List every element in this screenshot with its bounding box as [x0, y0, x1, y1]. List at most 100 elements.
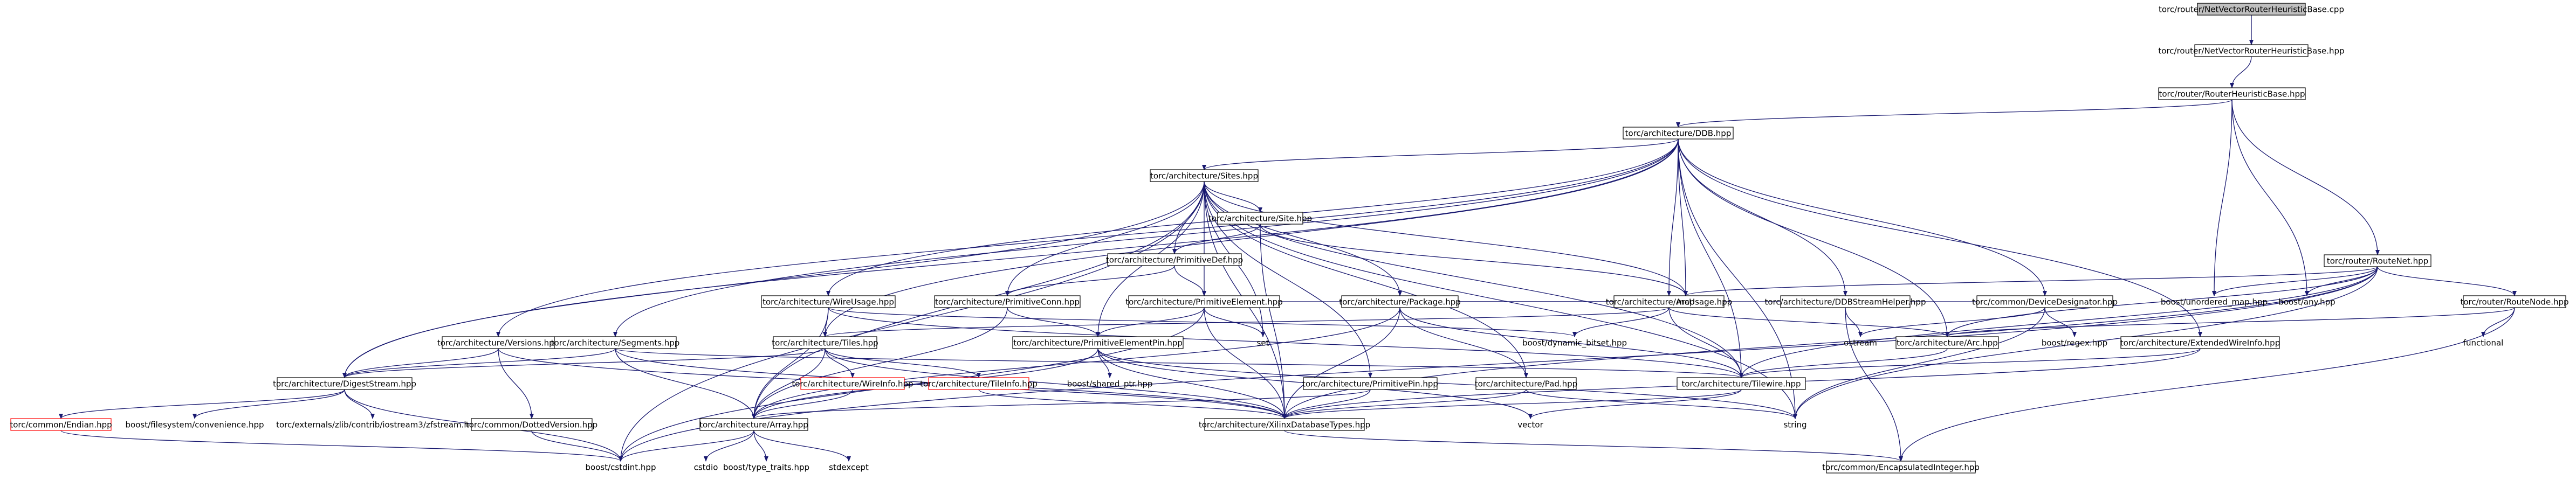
graph-node-fsconv: boost/filesystem/convenience.hpp [126, 420, 264, 430]
graph-node-arc[interactable]: torc/architecture/Arc.hpp [1895, 336, 1999, 349]
graph-node-box [1613, 295, 1725, 308]
graph-edge-tilewire-to-vector [1528, 389, 1742, 419]
graph-node-pad[interactable]: torc/architecture/Pad.hpp [1475, 377, 1577, 390]
graph-node-routenode[interactable]: torc/router/RouteNode.hpp [2460, 295, 2569, 308]
graph-edge-sites-to-pad [1204, 181, 1528, 378]
graph-node-label: torc/common/DottedVersion.hpp [466, 420, 597, 430]
graph-node-encint[interactable]: torc/common/EncapsulatedInteger.hpp [1822, 461, 1980, 474]
graph-node-box [1780, 295, 1911, 308]
graph-node-site[interactable]: torc/architecture/Site.hpp [1208, 212, 1312, 225]
graph-edge-wireusage-to-array [752, 307, 829, 419]
graph-node-typetraits: boost/type_traits.hpp [723, 463, 809, 473]
graph-edge-primpin-to-array [752, 389, 1371, 419]
graph-node-label: torc/architecture/WireUsage.hpp [763, 297, 894, 307]
graph-node-label: torc/architecture/Package.hpp [1339, 297, 1461, 307]
graph-edge-tiles-to-tileinfo [825, 348, 981, 378]
graph-node-label: boost/any.hpp [2278, 297, 2335, 307]
graph-edge-xilinxdb-to-encint [1284, 430, 1903, 462]
graph-node-label: torc/architecture/PrimitivePin.hpp [1302, 379, 1438, 389]
graph-edge-rhb-to-unordmap [2212, 99, 2232, 296]
graph-node-sites[interactable]: torc/architecture/Sites.hpp [1150, 169, 1259, 182]
graph-edge-endian-to-cstdint [60, 430, 623, 462]
graph-node-box [471, 418, 593, 431]
graph-edge-sites-to-site [1204, 181, 1262, 213]
graph-node-box [1150, 169, 1259, 182]
graph-edge-package-to-pad [1399, 307, 1528, 378]
graph-edge-routenet-to-tilewire [1739, 266, 2378, 378]
graph-node-vector: vector [1517, 420, 1543, 430]
graph-node-label: torc/architecture/PrimitiveConn.hpp [935, 297, 1080, 307]
graph-node-tiles[interactable]: torc/architecture/Tiles.hpp [772, 336, 878, 349]
graph-node-arcusage[interactable]: torc/architecture/ArcUsage.hpp [1606, 295, 1732, 308]
graph-node-primelem[interactable]: torc/architecture/PrimitiveElement.hpp [1125, 295, 1283, 308]
graph-node-ddbsh[interactable]: torc/architecture/DDBStreamHelper.hpp [1765, 295, 1926, 308]
graph-node-ddb[interactable]: torc/architecture/DDB.hpp [1623, 127, 1734, 140]
graph-edge-site-to-map [1260, 224, 1688, 296]
graph-node-endian[interactable]: torc/common/Endian.hpp [10, 418, 112, 431]
graph-node-label: torc/architecture/Pad.hpp [1475, 379, 1577, 389]
graph-node-nvrhb[interactable]: torc/router/NetVectorRouterHeuristicBase… [2158, 44, 2345, 57]
graph-node-wireinfo[interactable]: torc/architecture/WireInfo.hpp [792, 377, 913, 390]
graph-node-primpin[interactable]: torc/architecture/PrimitivePin.hpp [1302, 377, 1438, 390]
graph-node-label: torc/router/RouteNet.hpp [2327, 256, 2428, 266]
graph-node-box [934, 295, 1081, 308]
graph-node-xilinxdb[interactable]: torc/architecture/XilinxDatabaseTypes.hp… [1199, 418, 1370, 431]
graph-node-label: torc/architecture/Array.hpp [699, 420, 808, 430]
graph-edge-package-to-array [752, 307, 1400, 419]
graph-node-label: torc/architecture/Site.hpp [1208, 214, 1312, 224]
graph-node-label: torc/architecture/Tilewire.hpp [1681, 379, 1801, 389]
graph-node-primconn[interactable]: torc/architecture/PrimitiveConn.hpp [934, 295, 1081, 308]
graph-node-versions[interactable]: torc/architecture/Versions.hpp [437, 336, 559, 349]
graph-node-box [1677, 377, 1806, 390]
graph-edge-routenode-to-arc [1945, 307, 2515, 337]
graph-node-box [1976, 295, 2113, 308]
graph-node-extwire[interactable]: torc/architecture/ExtendedWireInfo.hpp [2120, 336, 2280, 349]
graph-edge-tileinfo-to-xilinxdb [978, 389, 1287, 419]
graph-node-tileinfo[interactable]: torc/architecture/TileInfo.hpp [920, 377, 1038, 390]
graph-node-label: set [1257, 338, 1269, 348]
graph-node-label: torc/architecture/PrimitiveElement.hpp [1125, 297, 1282, 307]
graph-node-tilewire[interactable]: torc/architecture/Tilewire.hpp [1677, 377, 1806, 390]
graph-node-box [1204, 418, 1365, 431]
graph-node-label: map [1677, 297, 1694, 307]
graph-node-ostream: ostream [1844, 338, 1877, 348]
graph-node-label: torc/architecture/XilinxDatabaseTypes.hp… [1199, 420, 1370, 430]
graph-node-segments[interactable]: torc/architecture/Segments.hpp [551, 336, 680, 349]
graph-node-routenet[interactable]: torc/router/RouteNet.hpp [2324, 254, 2431, 267]
graph-edge-arc-to-tilewire [1739, 348, 1948, 378]
graph-edge-primconn-to-primelempin [1007, 307, 1100, 337]
graph-edge-sites-to-string [1204, 181, 1797, 419]
graph-edge-segments-to-digest [342, 348, 616, 378]
graph-node-primelempin[interactable]: torc/architecture/PrimitiveElementPin.hp… [1012, 336, 1184, 349]
graph-node-label: torc/architecture/DigestStream.hpp [273, 379, 416, 389]
graph-node-wireusage[interactable]: torc/architecture/WireUsage.hpp [761, 295, 896, 308]
graph-edge-ddb-to-versions [496, 138, 1679, 337]
graph-node-rhb[interactable]: torc/router/RouterHeuristicBase.hpp [2158, 87, 2306, 100]
graph-node-label: functional [2463, 338, 2504, 348]
graph-edge-routenet-to-arc [1945, 266, 2378, 337]
graph-node-array[interactable]: torc/architecture/Array.hpp [699, 418, 808, 431]
graph-node-package[interactable]: torc/architecture/Package.hpp [1339, 295, 1461, 308]
graph-node-label: torc/common/EncapsulatedInteger.hpp [1822, 463, 1980, 472]
graph-node-label: torc/externals/zlib/contrib/iostream3/zf… [276, 420, 469, 430]
graph-node-primdef[interactable]: torc/architecture/PrimitiveDef.hpp [1106, 253, 1243, 266]
graph-node-digest[interactable]: torc/architecture/DigestStream.hpp [273, 377, 416, 390]
graph-node-root[interactable]: torc/router/NetVectorRouterHeuristicBase… [2159, 3, 2344, 16]
graph-node-unordmap: boost/unordered_map.hpp [2161, 297, 2268, 308]
graph-node-box [1623, 127, 1734, 140]
graph-edge-ddb-to-devdes [1678, 138, 2047, 296]
graph-edge-primelempin-to-array [752, 348, 1098, 419]
graph-node-devdes[interactable]: torc/common/DeviceDesignator.hpp [1972, 295, 2118, 308]
graph-node-label: torc/architecture/ArcUsage.hpp [1606, 297, 1732, 307]
graph-edge-routenet-to-unordmap [2212, 266, 2378, 296]
graph-edge-sites-to-package [1204, 181, 1402, 296]
graph-node-dottedver[interactable]: torc/common/DottedVersion.hpp [466, 418, 597, 431]
graph-edge-ddb-to-string [1678, 138, 1797, 419]
graph-node-box [1107, 253, 1242, 266]
graph-node-regex: boost/regex.hpp [2042, 338, 2107, 348]
graph-node-label: string [1783, 420, 1806, 430]
graph-edge-routenode-to-encint [1899, 307, 2515, 462]
graph-edge-wireinfo-to-array [752, 389, 853, 419]
graph-edge-versions-to-digest [342, 348, 499, 378]
